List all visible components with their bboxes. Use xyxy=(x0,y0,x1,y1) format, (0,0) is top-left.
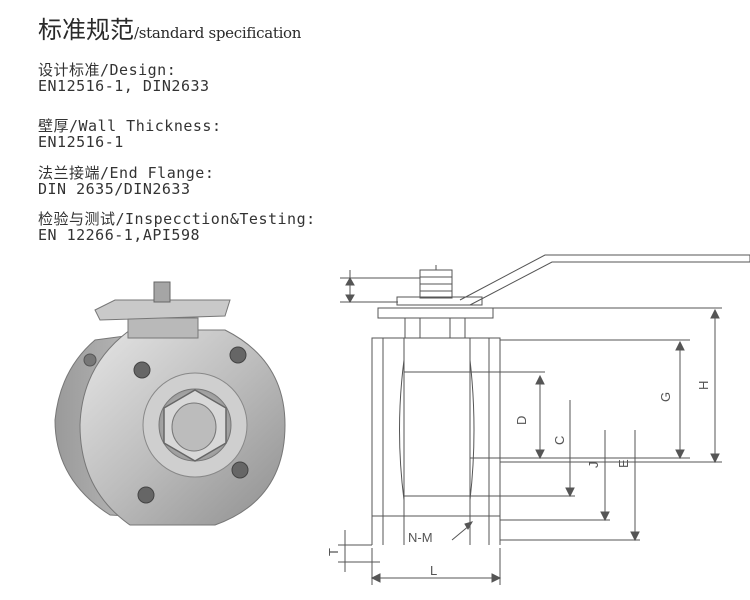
title-en: /standard specification xyxy=(134,24,302,42)
spec-label: 检验与测试/Inspecction&Testing: xyxy=(38,210,316,228)
dim-label-g: G xyxy=(658,392,673,402)
dim-label-nm: N-M xyxy=(408,530,433,545)
spec-value: EN 12266-1,API598 xyxy=(38,226,201,244)
dim-label-t: T xyxy=(326,548,341,556)
valve-photo xyxy=(54,281,286,526)
page-title: 标准规范/standard specification xyxy=(38,10,301,45)
spec-value: EN12516-1, DIN2633 xyxy=(38,77,210,95)
spec-label: 法兰接端/End Flange: xyxy=(38,164,215,182)
technical-drawing xyxy=(338,254,750,585)
spec-wall-thickness: 壁厚/Wall Thickness: EN12516-1 xyxy=(38,118,222,150)
dim-label-h: H xyxy=(696,381,711,390)
dim-label-j: J xyxy=(586,462,601,469)
dim-label-l: L xyxy=(430,563,437,578)
spec-end-flange: 法兰接端/End Flange: DIN 2635/DIN2633 xyxy=(38,165,214,197)
title-cn: 标准规范 xyxy=(38,16,134,44)
spec-label: 壁厚/Wall Thickness: xyxy=(38,117,222,135)
spec-testing: 检验与测试/Inspecction&Testing: EN 12266-1,AP… xyxy=(38,211,316,243)
spec-value: DIN 2635/DIN2633 xyxy=(38,180,191,198)
spec-value: EN12516-1 xyxy=(38,133,124,151)
dim-label-d: D xyxy=(514,416,529,425)
dim-label-c: C xyxy=(552,436,567,445)
spec-design: 设计标准/Design: EN12516-1, DIN2633 xyxy=(38,62,210,94)
spec-label: 设计标准/Design: xyxy=(38,61,177,79)
dim-label-e: E xyxy=(616,459,631,468)
